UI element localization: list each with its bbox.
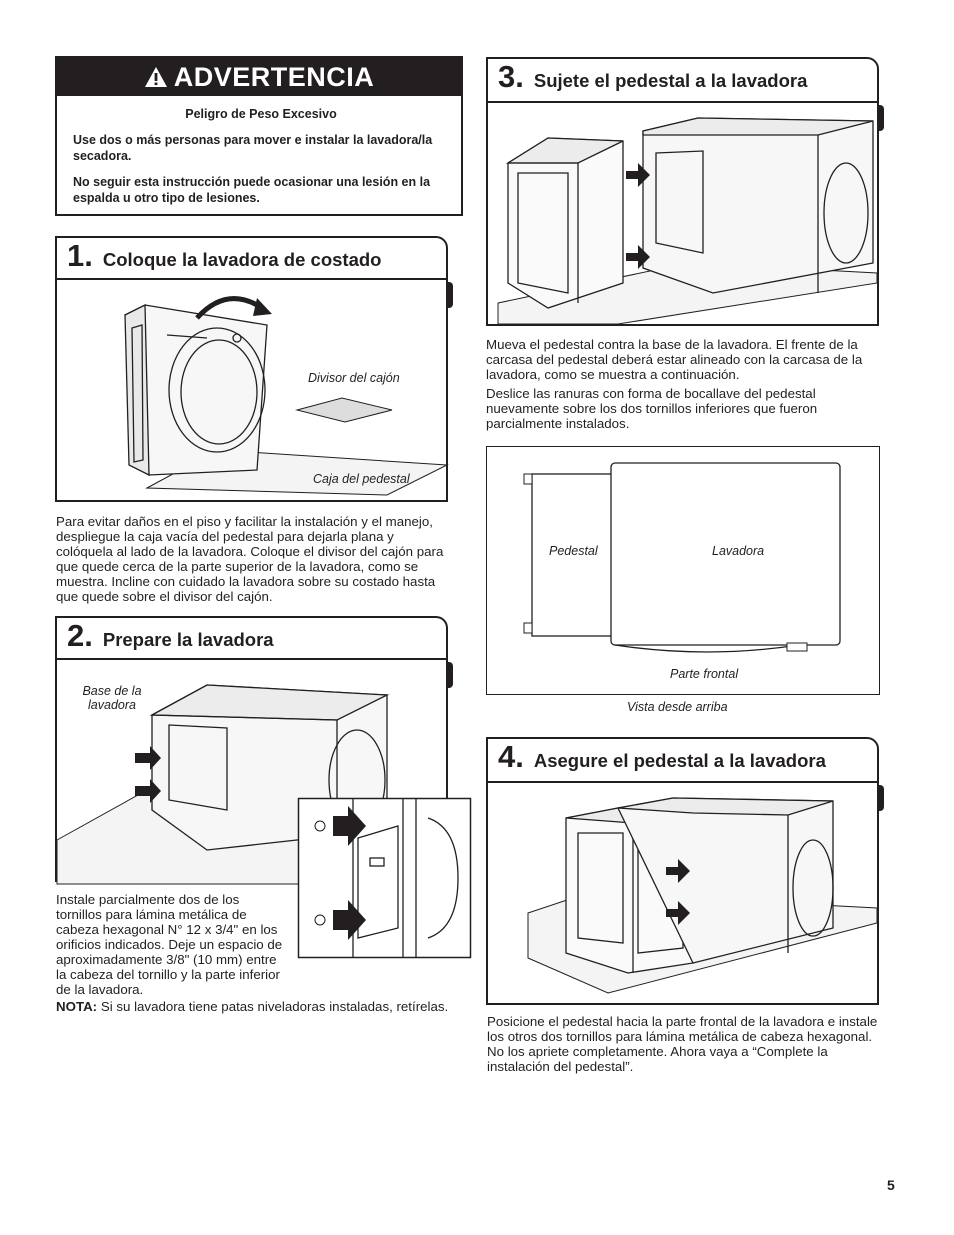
label-top-view: Vista desde arriba — [627, 700, 728, 714]
step3-text2: Deslice las ranuras con forma de bocalla… — [486, 386, 818, 431]
warning-title: ADVERTENCIA — [173, 61, 375, 92]
step3-title: Sujete el pedestal a la lavadora — [533, 70, 808, 91]
label-divider: Divisor del cajón — [308, 371, 400, 385]
step4-header: 4. Asegure el pedestal a la lavadora — [488, 739, 877, 783]
step4-illustration — [527, 797, 878, 994]
step2-title: Prepare la lavadora — [102, 629, 274, 650]
step3-number: 3. — [498, 59, 524, 94]
step3-panel: 3. Sujete el pedestal a la lavadora — [486, 57, 884, 326]
step1-panel: 1. Coloque la lavadora de costado Diviso… — [55, 236, 453, 502]
step3-text1: Mueva el pedestal contra la base de la l… — [486, 337, 863, 382]
step1-title: Coloque la lavadora de costado — [102, 249, 382, 270]
step1-header: 1. Coloque la lavadora de costado — [57, 238, 446, 280]
label-pedestal-box: Caja del pedestal — [313, 472, 410, 486]
note-text: Si su lavadora tiene patas niveladoras i… — [97, 999, 449, 1014]
step3-header: 3. Sujete el pedestal a la lavadora — [488, 59, 877, 103]
top-view-illustration — [523, 462, 841, 653]
label-washer: Lavadora — [712, 544, 765, 558]
note-label: NOTA: — [56, 999, 98, 1014]
step2-number: 2. — [67, 618, 93, 653]
warning-header: ADVERTENCIA — [57, 58, 461, 96]
step1-number: 1. — [67, 238, 93, 273]
step1-text: Para evitar daños en el piso y facilitar… — [56, 514, 444, 604]
step4-title: Asegure el pedestal a la lavadora — [533, 750, 826, 771]
warning-subtitle: Peligro de Peso Excesivo — [185, 107, 337, 121]
step2-note: NOTA: Si su lavadora tiene patas nivelad… — [56, 999, 476, 1014]
step1-illustration — [124, 296, 449, 496]
warning-box: ADVERTENCIA Peligro de Peso Excesivo Use… — [55, 56, 463, 216]
warning-text-1: Use dos o más personas para mover e inst… — [73, 133, 433, 163]
step4-panel: 4. Asegure el pedestal a la lavadora — [486, 737, 884, 1005]
warning-text-2: No seguir esta instrucción puede ocasion… — [73, 175, 431, 205]
step2-detail-inset — [297, 797, 472, 959]
warning-triangle-icon — [144, 67, 167, 87]
step2-text: Instale parcialmente dos de los tornillo… — [56, 892, 283, 997]
label-washer-base-1: Base de la — [82, 684, 142, 698]
step2-header: 2. Prepare la lavadora — [57, 618, 446, 660]
step3-illustration — [497, 117, 878, 325]
label-front: Parte frontal — [670, 667, 739, 681]
step4-text: Posicione el pedestal hacia la parte fro… — [487, 1014, 878, 1074]
label-pedestal: Pedestal — [549, 544, 598, 558]
step4-number: 4. — [498, 739, 524, 774]
top-view-box: Pedestal Lavadora Parte frontal — [486, 446, 880, 695]
label-washer-base-2: lavadora — [88, 698, 136, 712]
page-number: 5 — [887, 1177, 895, 1193]
